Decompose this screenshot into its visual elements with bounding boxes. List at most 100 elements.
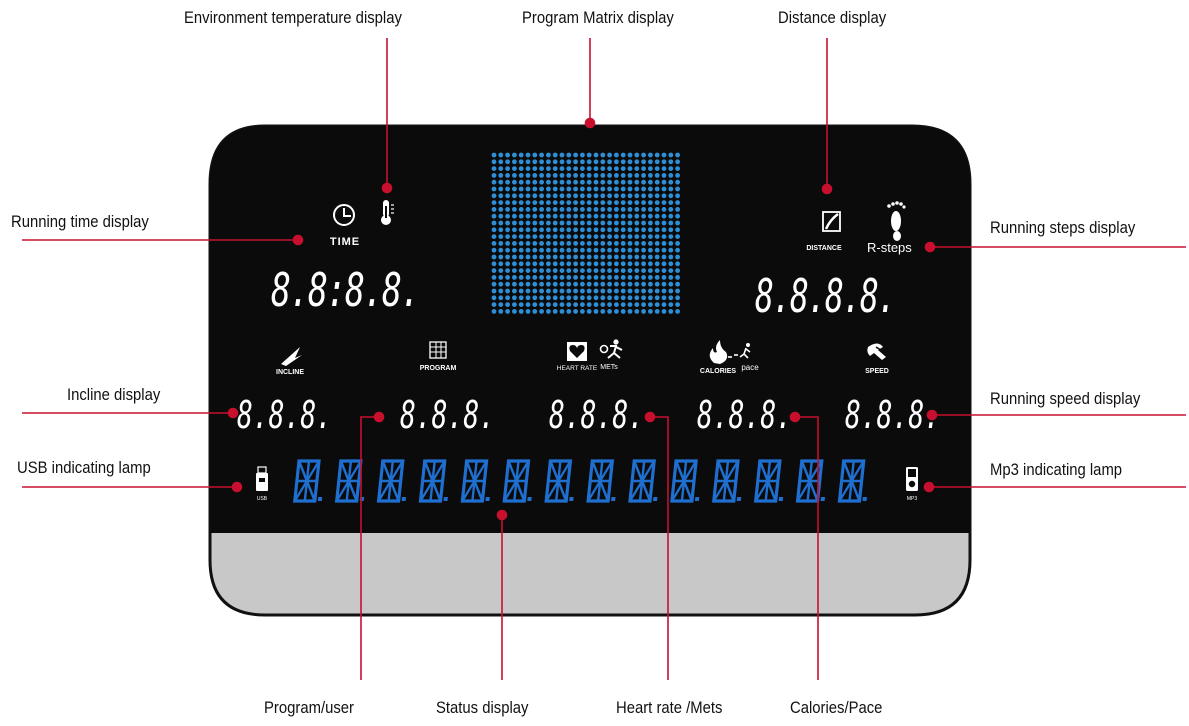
matrix-dot [539, 179, 544, 185]
matrix-dot [498, 159, 504, 165]
matrix-dot [532, 186, 538, 192]
matrix-dot [491, 281, 497, 287]
matrix-dot [539, 166, 544, 172]
matrix-dot [668, 302, 674, 307]
program-grid-icon [429, 341, 447, 359]
matrix-dot [512, 234, 517, 240]
matrix-dot [512, 220, 517, 226]
matrix-dot [552, 261, 558, 267]
matrix-dot [634, 261, 640, 267]
matrix-dot [614, 220, 619, 226]
matrix-dot [580, 234, 585, 240]
matrix-dot [675, 173, 680, 178]
matrix-dot [614, 200, 619, 206]
usb-label: USB [257, 496, 268, 502]
matrix-dot [654, 173, 660, 178]
matrix-dot [498, 166, 504, 172]
matrix-dot [627, 247, 633, 253]
matrix-dot [546, 152, 551, 158]
matrix-dot [607, 179, 612, 185]
runner-mets-icon [599, 339, 623, 359]
matrix-dot [573, 241, 578, 246]
matrix-dot [525, 241, 531, 246]
matrix-dot [600, 302, 606, 307]
matrix-dot [505, 241, 510, 246]
matrix-dot [627, 275, 633, 280]
matrix-dot [634, 173, 640, 178]
matrix-dot [525, 173, 531, 178]
matrix-dot [620, 275, 626, 280]
matrix-dot [580, 275, 585, 280]
matrix-dot [546, 227, 551, 233]
matrix-dot [641, 261, 646, 267]
matrix-dot [539, 159, 544, 165]
matrix-dot [566, 241, 572, 246]
matrix-dot [566, 166, 572, 172]
matrix-dot [518, 213, 524, 219]
matrix-dot [593, 193, 599, 199]
matrix-dot [668, 159, 674, 165]
matrix-dot [518, 302, 524, 307]
callout-distance: Distance display [778, 9, 887, 27]
matrix-dot [634, 186, 640, 192]
matrix-dot [654, 186, 660, 192]
matrix-dot [641, 166, 646, 172]
matrix-dot [634, 159, 640, 165]
matrix-dot [634, 275, 640, 280]
matrix-dot [668, 241, 674, 246]
matrix-dot [654, 166, 660, 172]
matrix-dot [573, 207, 578, 212]
matrix-dot [498, 200, 504, 206]
matrix-dot [539, 152, 544, 158]
matrix-dot [600, 254, 606, 260]
matrix-dot [573, 213, 578, 219]
matrix-dot [661, 241, 667, 246]
matrix-dot [539, 173, 544, 178]
matrix-dot [552, 288, 558, 294]
matrix-dot [641, 220, 646, 226]
matrix-dot [627, 186, 633, 192]
matrix-dot [559, 288, 565, 294]
matrix-dot [559, 207, 565, 212]
matrix-dot [512, 247, 517, 253]
matrix-dot [607, 200, 612, 206]
matrix-dot [668, 309, 674, 314]
matrix-dot [491, 193, 497, 199]
matrix-dot [512, 213, 517, 219]
matrix-dot [566, 309, 572, 314]
matrix-dot [559, 254, 565, 260]
matrix-dot [661, 207, 667, 212]
status-character [586, 459, 616, 503]
matrix-dot [580, 254, 585, 260]
matrix-dot [512, 166, 517, 172]
matrix-dot [559, 241, 565, 246]
status-character [753, 459, 784, 503]
matrix-dot [586, 179, 592, 185]
matrix-dot [648, 247, 653, 253]
matrix-dot [498, 207, 504, 212]
matrix-dot [532, 220, 538, 226]
matrix-dot [586, 173, 592, 178]
matrix-dot [607, 166, 612, 172]
matrix-dot [518, 166, 524, 172]
matrix-dot [586, 241, 592, 246]
program-label: PROGRAM [420, 365, 457, 372]
matrix-dot [573, 200, 578, 206]
matrix-dot [566, 288, 572, 294]
matrix-dot [648, 295, 653, 301]
heart-rate-readout: 8.8.8. [549, 393, 644, 437]
matrix-dot [641, 295, 646, 301]
matrix-dot [641, 275, 646, 280]
footprint-icon [887, 201, 906, 241]
matrix-dot [512, 207, 517, 212]
matrix-dot [634, 302, 640, 307]
matrix-dot [539, 268, 544, 273]
matrix-dot [586, 207, 592, 212]
matrix-dot [586, 152, 592, 158]
matrix-dot [566, 213, 572, 219]
matrix-dot [586, 213, 592, 219]
matrix-dot [573, 254, 578, 260]
matrix-dot [505, 220, 510, 226]
matrix-dot [593, 186, 599, 192]
speed-runner-icon [867, 343, 886, 360]
